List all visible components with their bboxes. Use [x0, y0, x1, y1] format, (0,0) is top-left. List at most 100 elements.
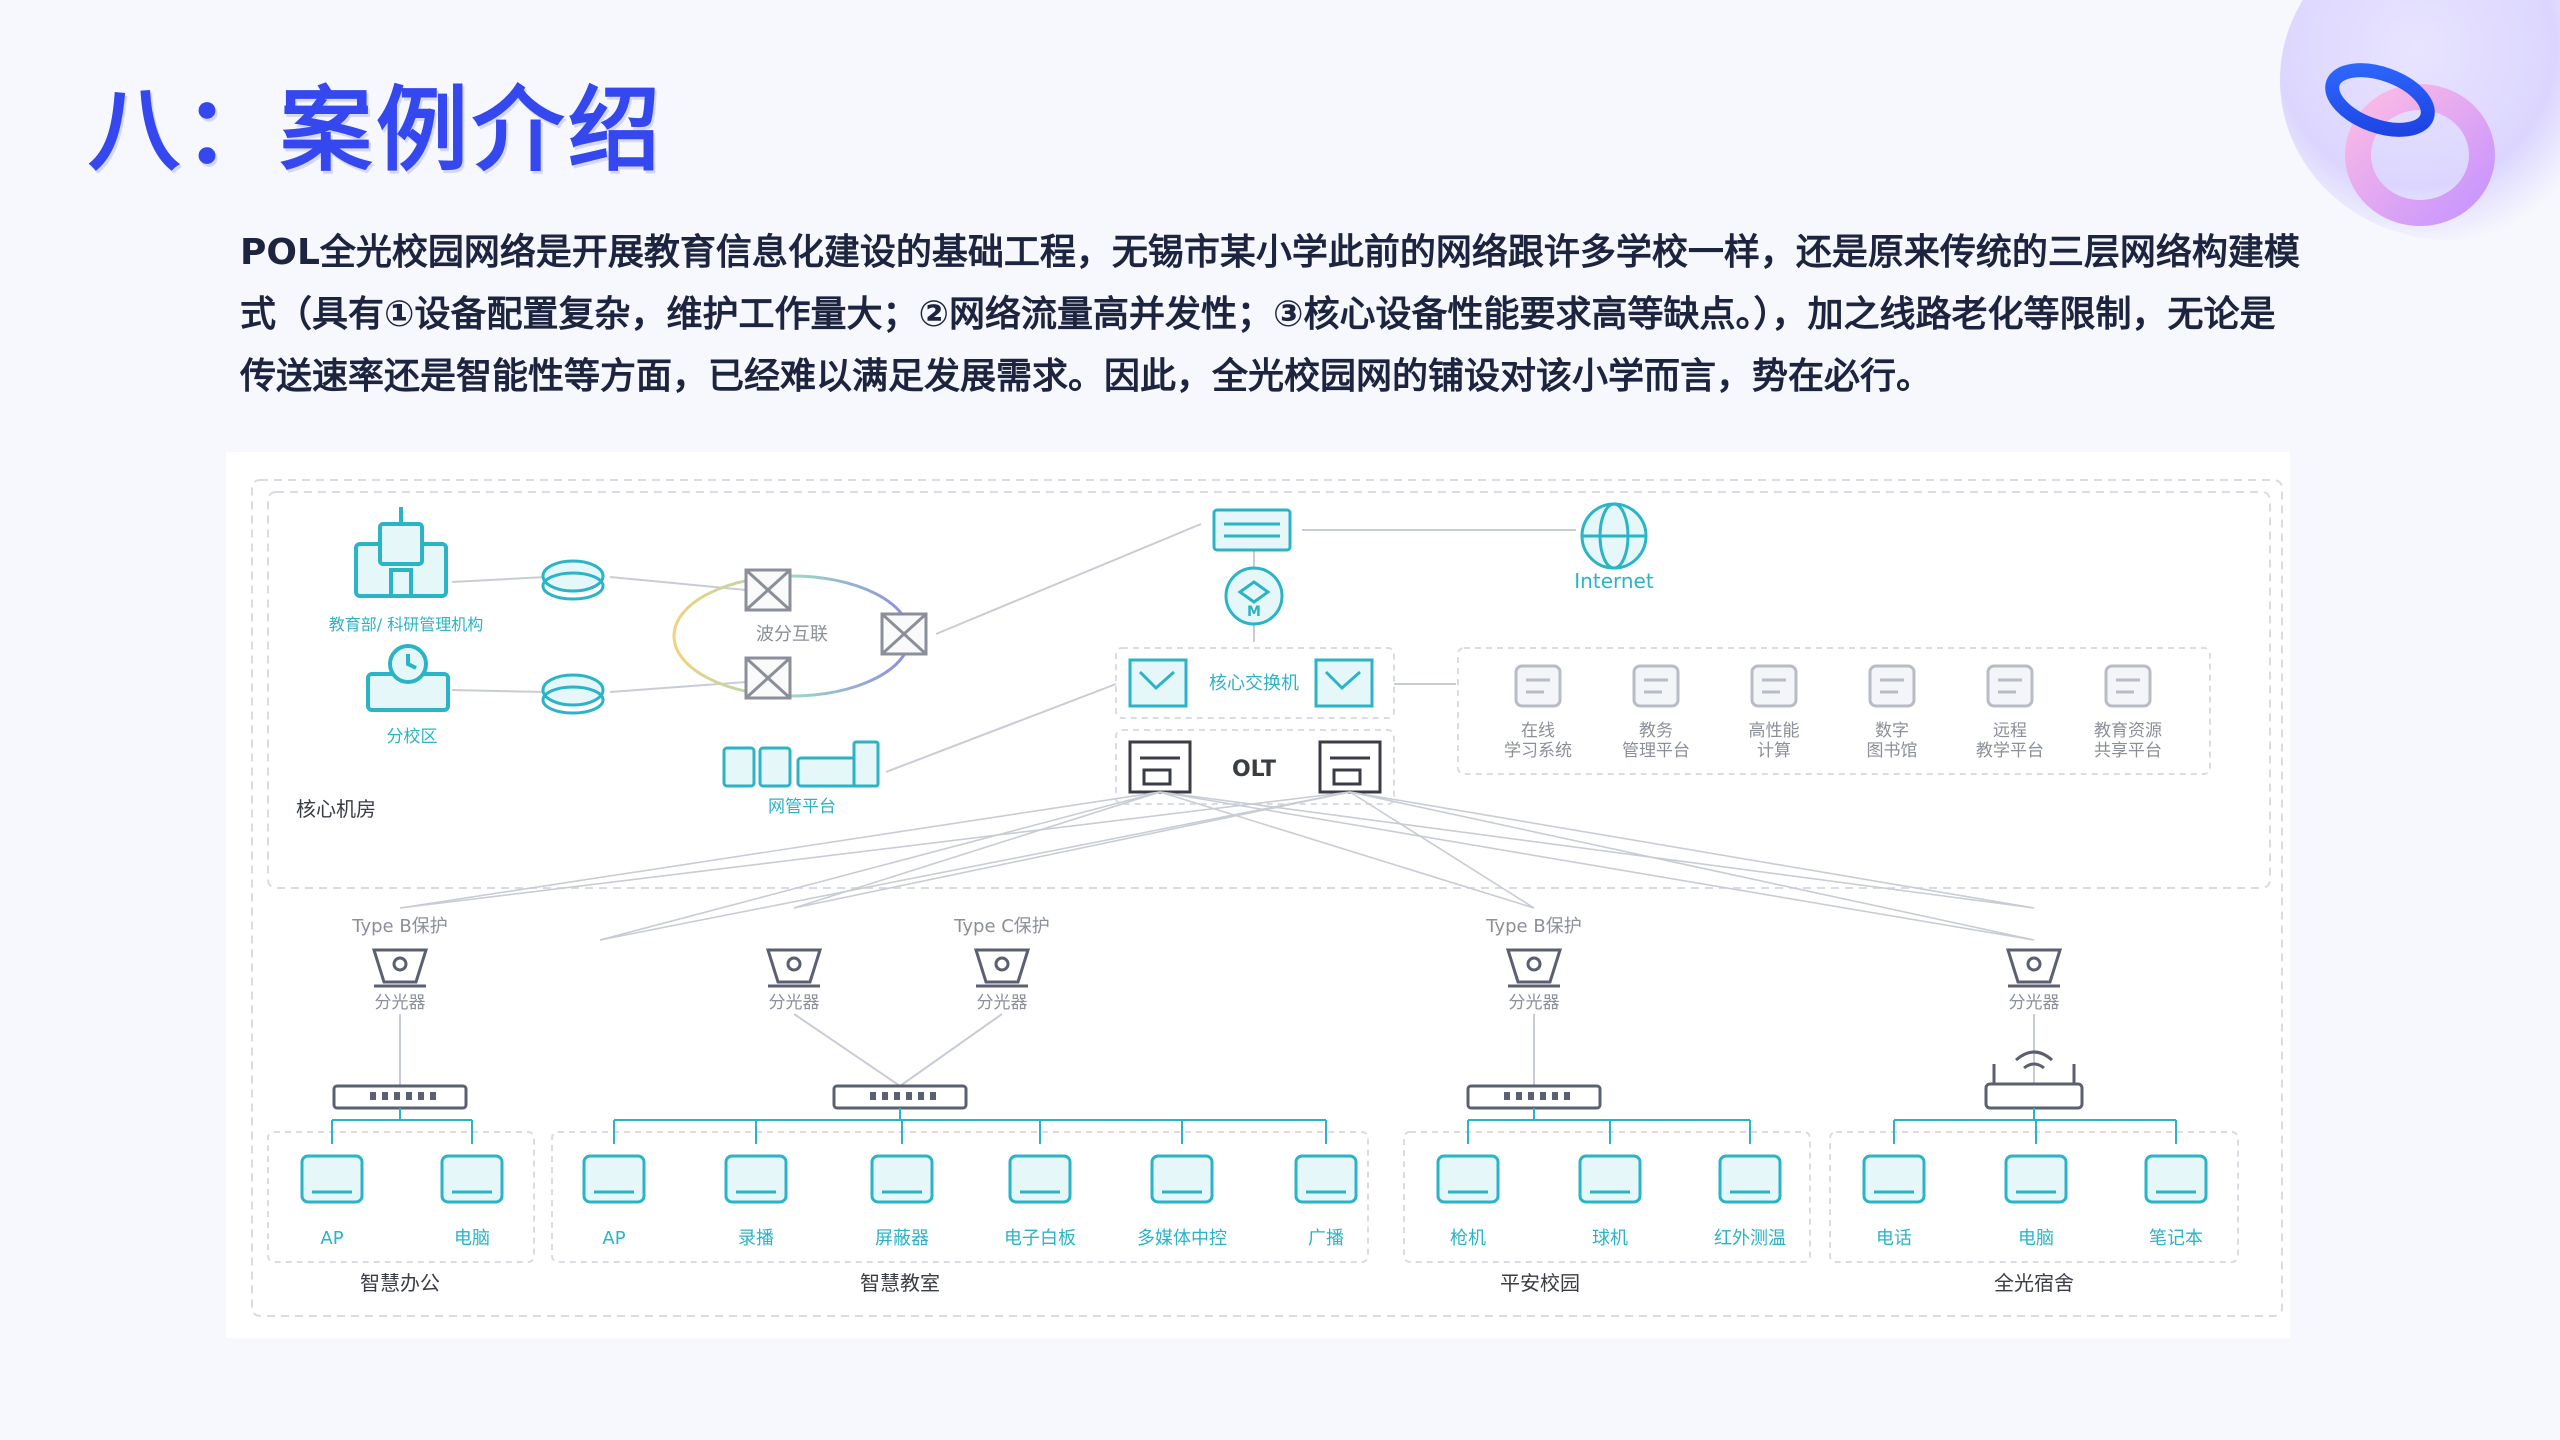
- platform-label-line1: 教育资源: [2094, 721, 2162, 741]
- onu-switch-icon: [1466, 1084, 1602, 1110]
- wdm-label: 波分互联: [756, 624, 828, 645]
- device-icon: [582, 1154, 646, 1204]
- platform-label-line2: 计算: [1757, 741, 1791, 761]
- device-label: 红外测温: [1714, 1228, 1786, 1249]
- m-router-letter: M: [1247, 604, 1261, 620]
- zone-frame: [1403, 1131, 1811, 1263]
- device-icon: [1008, 1154, 1072, 1204]
- edu-dept-building-icon: [354, 507, 448, 598]
- zone-label: 智慧办公: [360, 1271, 440, 1295]
- platform-label-line2: 教学平台: [1976, 741, 2044, 761]
- device-label: 录播: [738, 1228, 774, 1249]
- database-icon: [2104, 664, 2152, 708]
- platform-label-line1: 在线: [1521, 721, 1555, 741]
- fiber-links: [399, 791, 2035, 941]
- platform-label-line2: 学习系统: [1504, 741, 1572, 761]
- platform-label-line2: 管理平台: [1622, 741, 1690, 761]
- onu-switch-icon: [332, 1084, 468, 1110]
- m-router-icon: [1224, 566, 1284, 626]
- firewall-icon: [1212, 508, 1292, 552]
- outer-frame: [251, 479, 2283, 1317]
- core-room-label: 核心机房: [296, 797, 376, 821]
- nms-server-icon: [722, 740, 880, 788]
- splitter-label: 分光器: [375, 993, 426, 1013]
- splitter-icon: [1505, 948, 1563, 988]
- branch-label: 分校区: [387, 727, 438, 747]
- toggle-icon: [1632, 664, 1680, 708]
- splitter-icon: [973, 948, 1031, 988]
- zone-label: 全光宿舍: [1994, 1271, 2074, 1295]
- platform-label-line2: 共享平台: [2094, 741, 2162, 761]
- device-icon: [1436, 1154, 1500, 1204]
- router-icon: [541, 559, 605, 601]
- device-label: 屏蔽器: [875, 1228, 929, 1249]
- edu-dept-label: 教育部/ 科研管理机构: [329, 615, 483, 634]
- zone-frame: [1829, 1131, 2239, 1263]
- olt-device-icon: [1128, 740, 1192, 794]
- platform-label-line1: 远程: [1993, 721, 2027, 741]
- device-icon: [1294, 1154, 1358, 1204]
- zone-label: 平安校园: [1500, 1271, 1580, 1295]
- device-icon: [300, 1154, 364, 1204]
- intro-paragraph: POL全光校园网络是开展教育信息化建设的基础工程，无锡市某小学此前的网络跟许多学…: [240, 232, 2300, 397]
- monitor-icon: [1986, 664, 2034, 708]
- device-icon: [870, 1154, 934, 1204]
- olt-device-icon: [1318, 740, 1382, 794]
- splitter-icon: [2005, 948, 2063, 988]
- wdm-device-icon: [744, 656, 792, 700]
- splitter-label: 分光器: [2009, 993, 2060, 1013]
- device-label: 广播: [1308, 1228, 1344, 1249]
- onu-switch-icon: [832, 1084, 968, 1110]
- core-switch-icon: [1128, 658, 1188, 708]
- device-icon: [1150, 1154, 1214, 1204]
- platform-label-line1: 教务: [1639, 721, 1673, 741]
- splitter-icon: [765, 948, 823, 988]
- device-icon: [1862, 1154, 1926, 1204]
- platform-label-line1: 高性能: [1749, 721, 1800, 741]
- platforms-frame: [1457, 647, 2211, 775]
- splitter-link: [899, 1013, 1003, 1087]
- platform-label-line1: 数字: [1875, 721, 1909, 741]
- device-icon: [2144, 1154, 2208, 1204]
- splitter-label: 分光器: [769, 993, 820, 1013]
- chart-icon: [1750, 664, 1798, 708]
- splitters-group: Type B保护分光器分光器Type C保护分光器Type B保护分光器分光器: [351, 916, 2063, 1087]
- splitter-icon: [371, 948, 429, 988]
- ring-decoration-icon: [2325, 63, 2495, 226]
- router-icon: [541, 673, 605, 715]
- device-label: AP: [602, 1228, 625, 1249]
- splitter-link: [793, 1013, 901, 1087]
- wdm-device-icon: [744, 568, 792, 612]
- nms-label: 网管平台: [768, 797, 836, 817]
- core-switch-frame: [1115, 647, 1395, 719]
- olt-label: OLT: [1232, 757, 1276, 782]
- protection-label: Type B保护: [351, 916, 447, 937]
- zone-frame: [267, 1131, 535, 1263]
- wdm-device-icon: [880, 612, 928, 656]
- device-label: 电脑: [454, 1228, 490, 1249]
- device-icon: [440, 1154, 504, 1204]
- cube-icon: [1514, 664, 1562, 708]
- device-label: 多媒体中控: [1137, 1228, 1227, 1249]
- protection-label: Type B保护: [1485, 916, 1581, 937]
- bulb-icon: [1868, 664, 1916, 708]
- access-switches-group: [332, 1050, 2084, 1110]
- zone-label: 智慧教室: [860, 1271, 940, 1295]
- device-icon: [1718, 1154, 1782, 1204]
- internet-label: Internet: [1574, 569, 1654, 593]
- zone-frame: [551, 1131, 1369, 1263]
- olt-frame: [1115, 729, 1395, 805]
- device-icon: [724, 1154, 788, 1204]
- device-label: 球机: [1592, 1228, 1628, 1249]
- core-room-frame: [267, 491, 2271, 889]
- wifi-router-icon: [1984, 1050, 2084, 1110]
- page-title: 八：案例介绍: [88, 77, 665, 184]
- device-icon: [1578, 1154, 1642, 1204]
- splitter-label: 分光器: [1509, 993, 1560, 1013]
- core-switch-icon: [1314, 658, 1374, 708]
- splitter-label: 分光器: [977, 993, 1028, 1013]
- device-label: 电话: [1876, 1228, 1912, 1249]
- platform-label-line2: 图书馆: [1867, 741, 1918, 761]
